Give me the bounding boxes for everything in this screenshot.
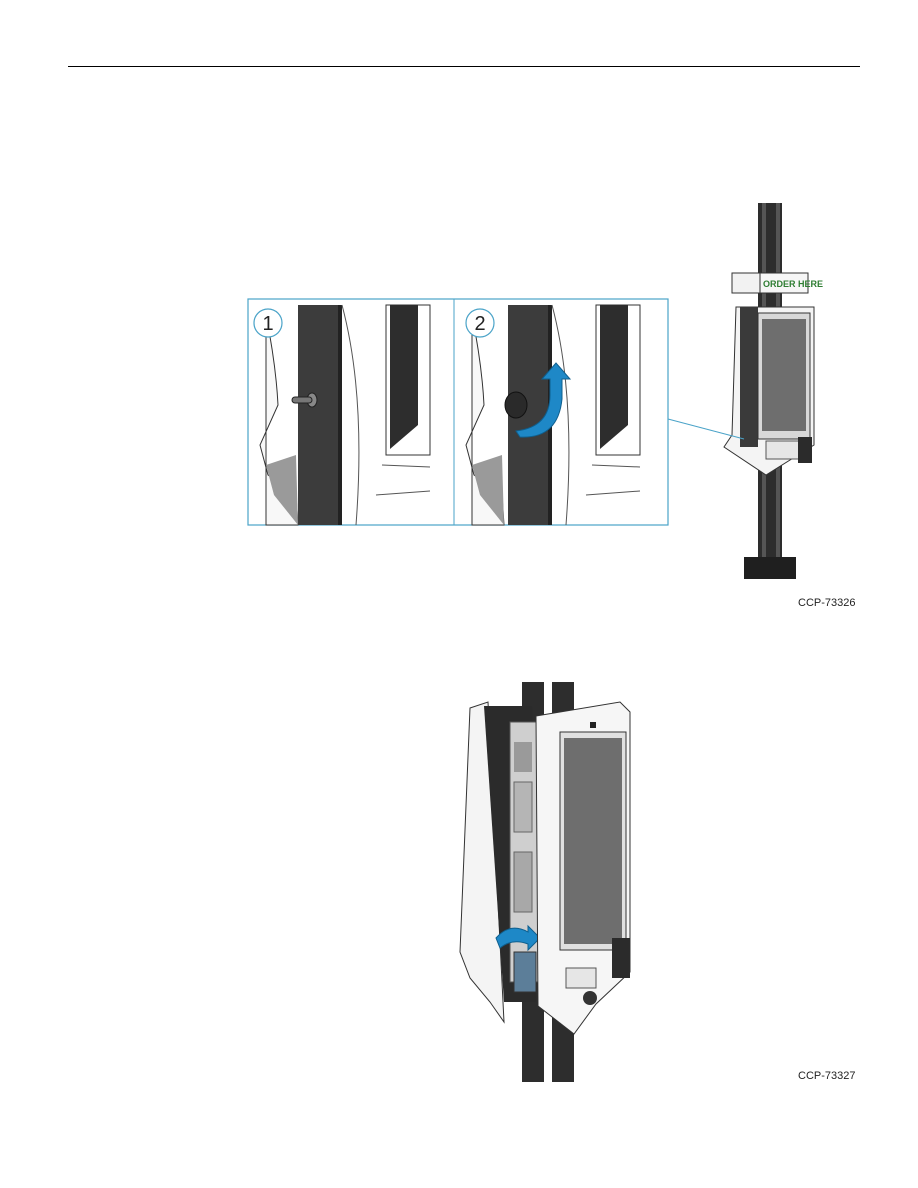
- header-rule: [68, 66, 860, 67]
- step-2-number: 2: [474, 313, 485, 335]
- scanner: [583, 991, 597, 1005]
- figure-key-unlock: ORDER HERE 1 2: [246, 195, 866, 595]
- figure-1-caption: CCP-73326: [798, 597, 855, 609]
- step-1-number: 1: [262, 313, 273, 335]
- figure-2-caption: CCP-73327: [798, 1070, 855, 1082]
- kiosk-on-pole: ORDER HERE: [724, 203, 823, 579]
- order-here-sign: ORDER HERE: [763, 279, 823, 289]
- touch-screen: [564, 738, 622, 944]
- payment-terminal: [612, 938, 630, 978]
- figure-kiosk-open: [440, 682, 660, 1082]
